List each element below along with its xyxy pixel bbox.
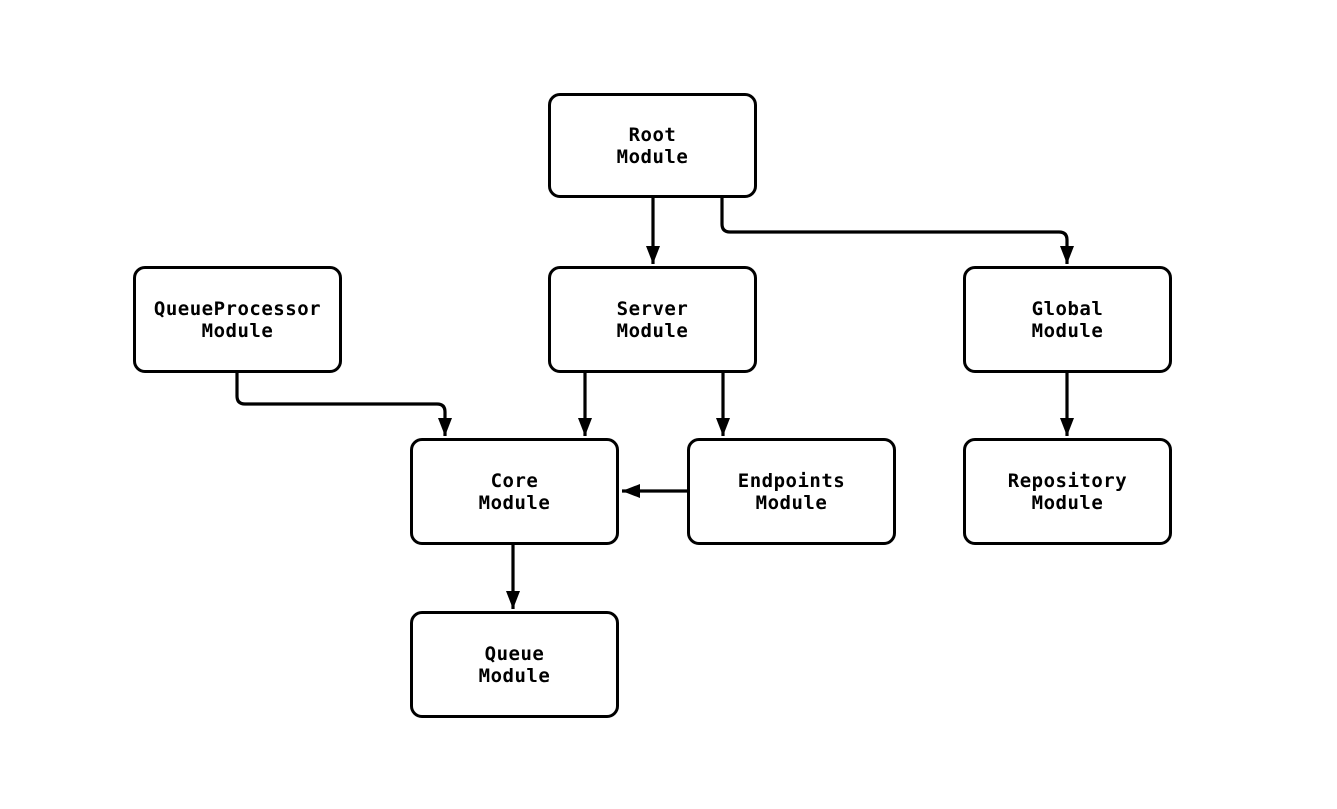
node-queue-processor-module: QueueProcessor Module xyxy=(133,266,342,373)
node-label-line: Module xyxy=(201,319,274,342)
node-global-module: Global Module xyxy=(963,266,1172,373)
node-label-line: Server xyxy=(616,297,689,320)
node-label-line: Module xyxy=(478,491,551,514)
node-label-line: Repository xyxy=(1007,469,1128,492)
node-label-line: Queue xyxy=(484,642,545,665)
node-label-line: Module xyxy=(1031,491,1104,514)
node-label-line: QueueProcessor xyxy=(153,297,322,320)
node-repository-module: Repository Module xyxy=(963,438,1172,545)
node-label-line: Module xyxy=(1031,319,1104,342)
node-label-line: Endpoints xyxy=(737,469,846,492)
node-endpoints-module: Endpoints Module xyxy=(687,438,896,545)
node-label-line: Global xyxy=(1031,297,1104,320)
node-core-module: Core Module xyxy=(410,438,619,545)
node-label-line: Root xyxy=(628,123,677,146)
edge-queue-processor-to-core xyxy=(235,373,452,436)
node-label-line: Module xyxy=(616,319,689,342)
node-label-line: Core xyxy=(490,469,539,492)
node-root-module: Root Module xyxy=(548,93,757,198)
edge-root-to-global xyxy=(720,198,1074,264)
node-queue-module: Queue Module xyxy=(410,611,619,718)
node-label-line: Module xyxy=(755,491,828,514)
node-server-module: Server Module xyxy=(548,266,757,373)
node-label-line: Module xyxy=(616,145,689,168)
node-label-line: Module xyxy=(478,664,551,687)
